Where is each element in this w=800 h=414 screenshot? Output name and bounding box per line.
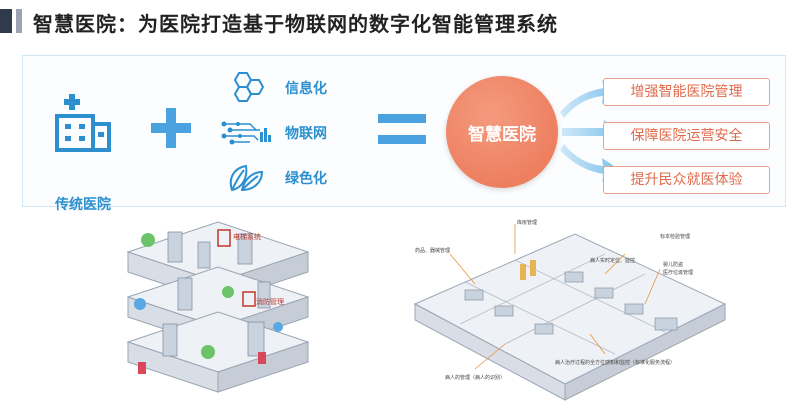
- feature-item: 信息化: [218, 70, 358, 106]
- smart-hospital-circle: 智慧医院: [446, 76, 558, 188]
- traditional-hospital-label: 传统医院: [55, 197, 111, 213]
- feature-label: 绿色化: [285, 171, 327, 187]
- hexagon-network-icon: [233, 72, 265, 102]
- title-marker-secondary: [16, 9, 22, 33]
- feature-label: 信息化: [285, 81, 327, 97]
- goal-item: 增强智能医院管理: [603, 78, 770, 106]
- plus-sign: [151, 108, 191, 148]
- hospital-building-illustration: 电梯系统 消防管理: [126, 221, 310, 393]
- goal-item: 提升民众就医体验: [603, 166, 770, 194]
- illustration-label: 消防管理: [256, 297, 284, 306]
- equals-sign: [378, 114, 426, 144]
- illustration-label: 药品、器械管理: [415, 247, 450, 254]
- illustration-label: 标本检验管理: [660, 233, 690, 240]
- circuit-icon: [221, 121, 271, 145]
- illustration-label: 病人的管理（病人的识别）: [445, 374, 505, 381]
- page-title: 智慧医院：为医院打造基于物联网的数字化智能管理系统: [33, 12, 558, 36]
- title-marker: [0, 9, 12, 33]
- title-bar: 智慧医院：为医院打造基于物联网的数字化智能管理系统: [0, 0, 800, 44]
- illustration-label: 电梯系统: [233, 232, 261, 241]
- illustration-label: 医疗垃圾管理: [663, 269, 693, 276]
- smart-hospital-label: 智慧医院: [468, 125, 536, 145]
- feature-item: 绿色化: [218, 160, 358, 196]
- illustration-label: 病人实时定位、监控: [590, 257, 635, 264]
- illustration-label: 病人治疗过程的全方位感知和监控（标准化服务流程）: [555, 359, 675, 366]
- hospital-building-icon: [55, 94, 111, 152]
- hospital-ward-illustration: 库房管理 药品、器械管理 标本检验管理 病人实时定位、监控 婴儿防盗 医疗垃圾管…: [413, 219, 727, 401]
- concept-panel: 传统医院 信息化 物联网: [22, 55, 786, 213]
- leaf-icon: [229, 164, 264, 192]
- feature-item: 物联网: [218, 115, 358, 151]
- traditional-hospital: 传统医院: [43, 94, 123, 213]
- feature-label: 物联网: [285, 126, 327, 142]
- goal-item: 保障医院运营安全: [603, 122, 770, 150]
- illustration-label: 婴儿防盗: [663, 261, 683, 268]
- illustration-label: 库房管理: [517, 219, 537, 226]
